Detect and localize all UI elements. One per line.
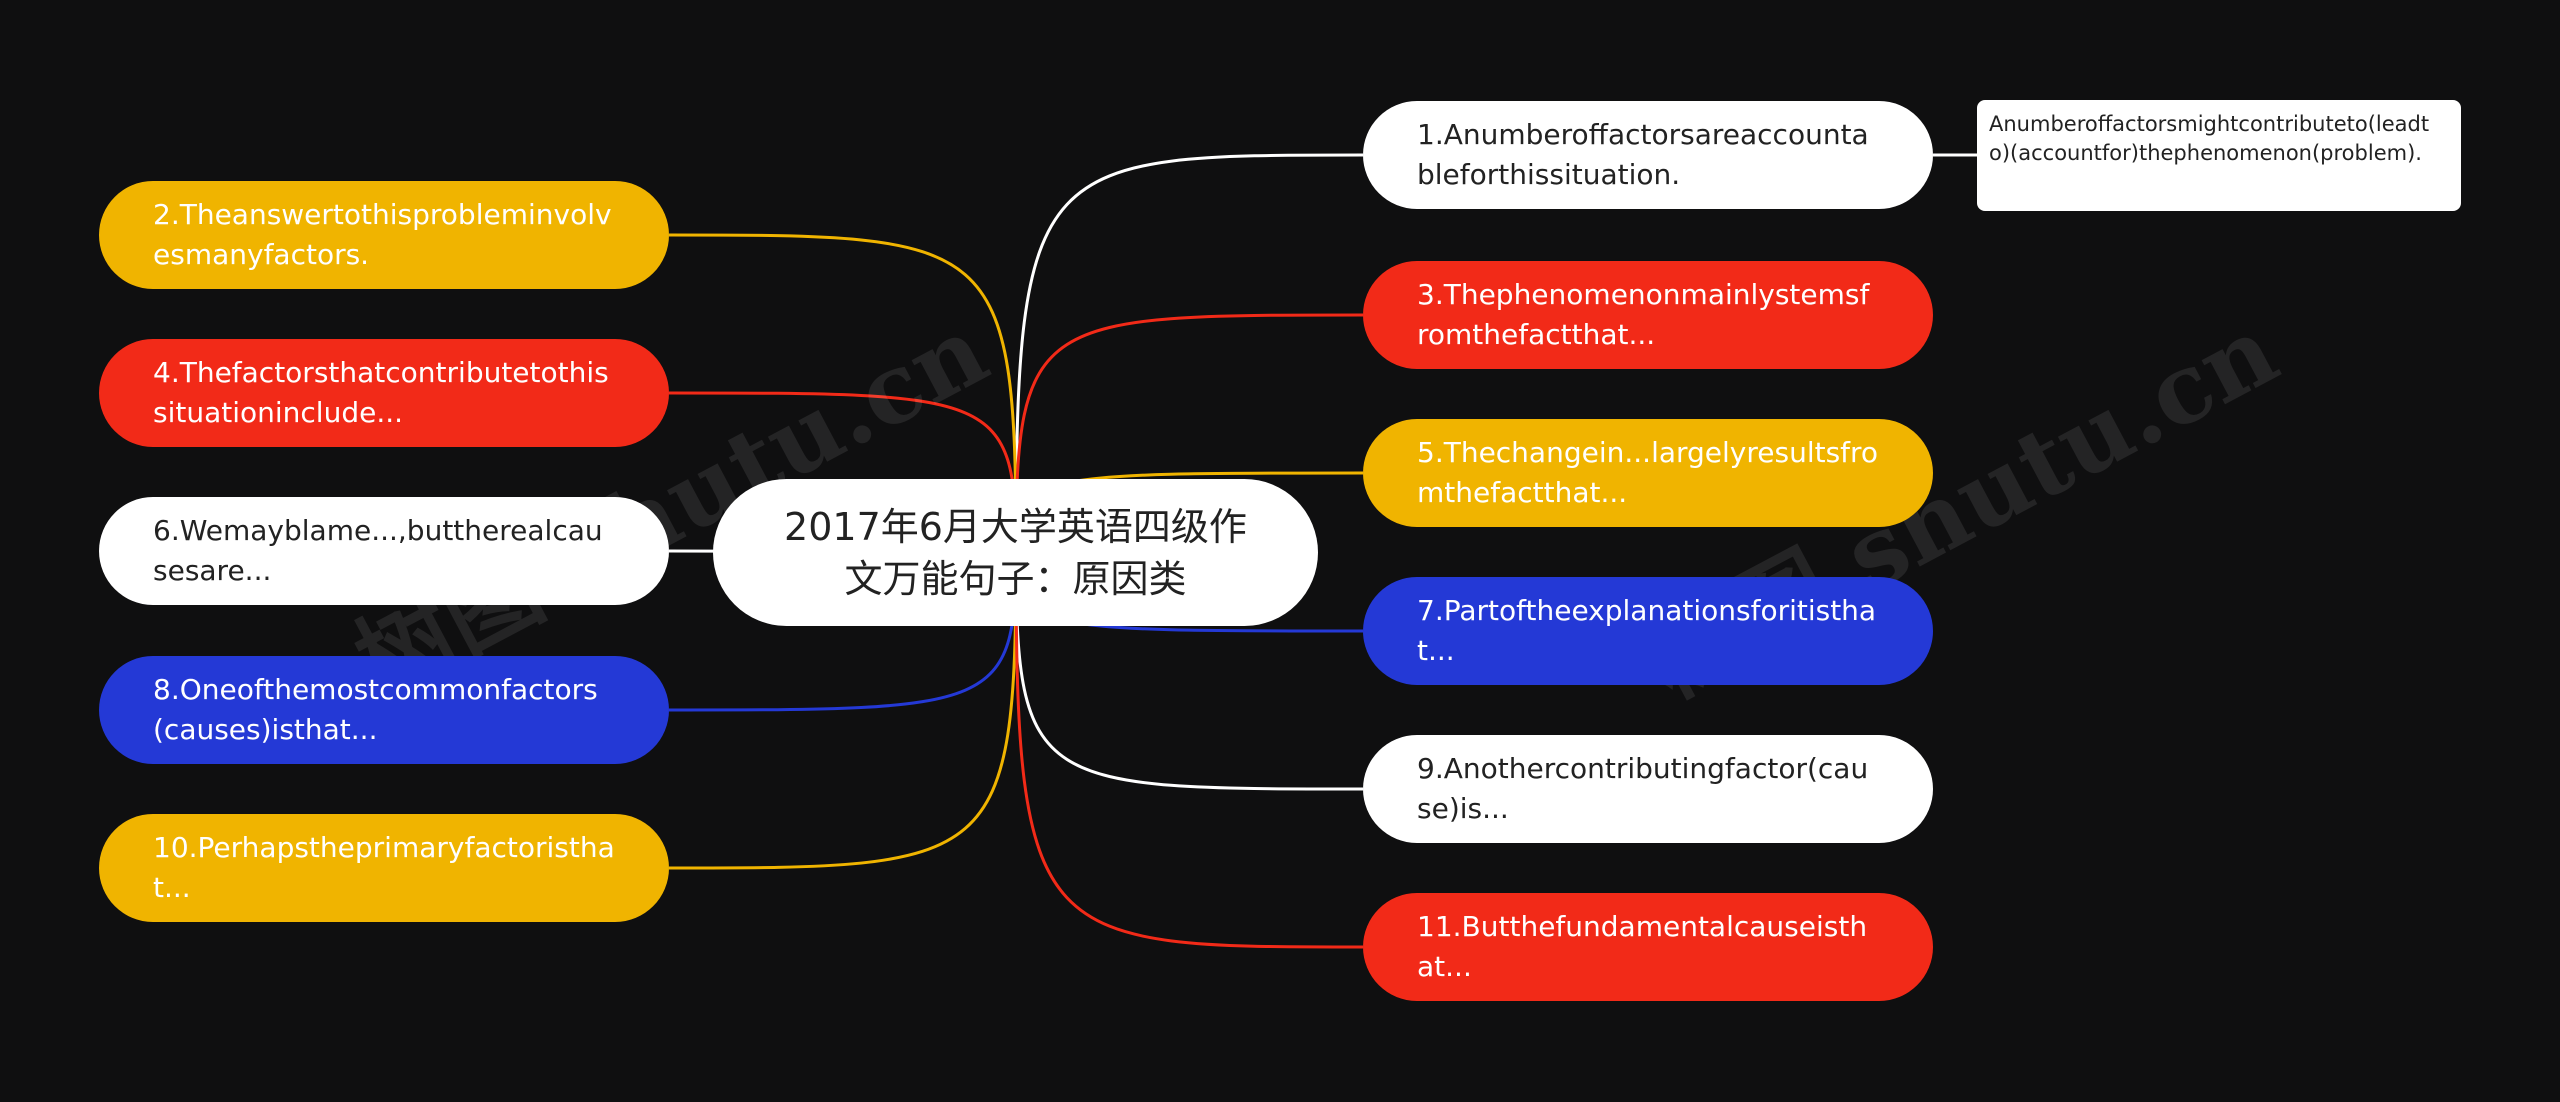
branch-label-1: 1.Anumberoffactorsareaccountableforthiss… [1417,118,1869,191]
branch-label-11: 11.Butthefundamentalcauseisthat... [1417,910,1868,983]
branch-label-4: 4.Thefactorsthatcontributetothissituatio… [153,356,609,429]
central-topic[interactable]: 2017年6月大学英语四级作文万能句子：原因类 [713,479,1318,626]
branch-label-8: 8.Oneofthemostcommonfactors(causes)istha… [153,673,598,746]
branch-node-7[interactable]: 7.Partoftheexplanationsforitisthat... [1363,577,1933,685]
branch-label-2: 2.Theanswertothisprobleminvolvesmanyfact… [153,198,612,271]
branch-node-8[interactable]: 8.Oneofthemostcommonfactors(causes)istha… [99,656,669,764]
branch-node-10[interactable]: 10.Perhapstheprimaryfactoristhat... [99,814,669,922]
branch-label-3: 3.Thephenomenonmainlystemsfromthefacttha… [1417,278,1870,351]
branch-node-6[interactable]: 6.Wemayblame...,buttherealcausesare... [99,497,669,605]
detail-note-text: Anumberoffactorsmightcontributeto(leadto… [1989,112,2430,165]
branch-node-11[interactable]: 11.Butthefundamentalcauseisthat... [1363,893,1933,1001]
branch-node-5[interactable]: 5.Thechangein...largelyresultsfromthefac… [1363,419,1933,527]
connector-1 [1014,153,1364,553]
branch-label-6: 6.Wemayblame...,buttherealcausesare... [153,514,603,587]
branch-label-5: 5.Thechangein...largelyresultsfromthefac… [1417,436,1879,509]
branch-node-4[interactable]: 4.Thefactorsthatcontributetothissituatio… [99,339,669,447]
connector-3 [1014,313,1364,553]
connector-10 [668,551,1018,870]
branch-label-10: 10.Perhapstheprimaryfactoristhat... [153,831,615,904]
branch-node-1[interactable]: 1.Anumberoffactorsareaccountableforthiss… [1363,101,1933,209]
branch-node-9[interactable]: 9.Anothercontributingfactor(cause)is... [1363,735,1933,843]
branch-node-2[interactable]: 2.Theanswertothisprobleminvolvesmanyfact… [99,181,669,289]
detail-note[interactable]: Anumberoffactorsmightcontributeto(leadto… [1977,100,2461,211]
branch-node-3[interactable]: 3.Thephenomenonmainlystemsfromthefacttha… [1363,261,1933,369]
connector-9 [1014,551,1364,791]
connector-11 [1014,551,1364,949]
connector-2 [668,233,1018,553]
branch-label-7: 7.Partoftheexplanationsforitisthat... [1417,594,1877,667]
branch-label-9: 9.Anothercontributingfactor(cause)is... [1417,752,1869,825]
central-topic-label: 2017年6月大学英语四级作文万能句子：原因类 [784,504,1247,601]
